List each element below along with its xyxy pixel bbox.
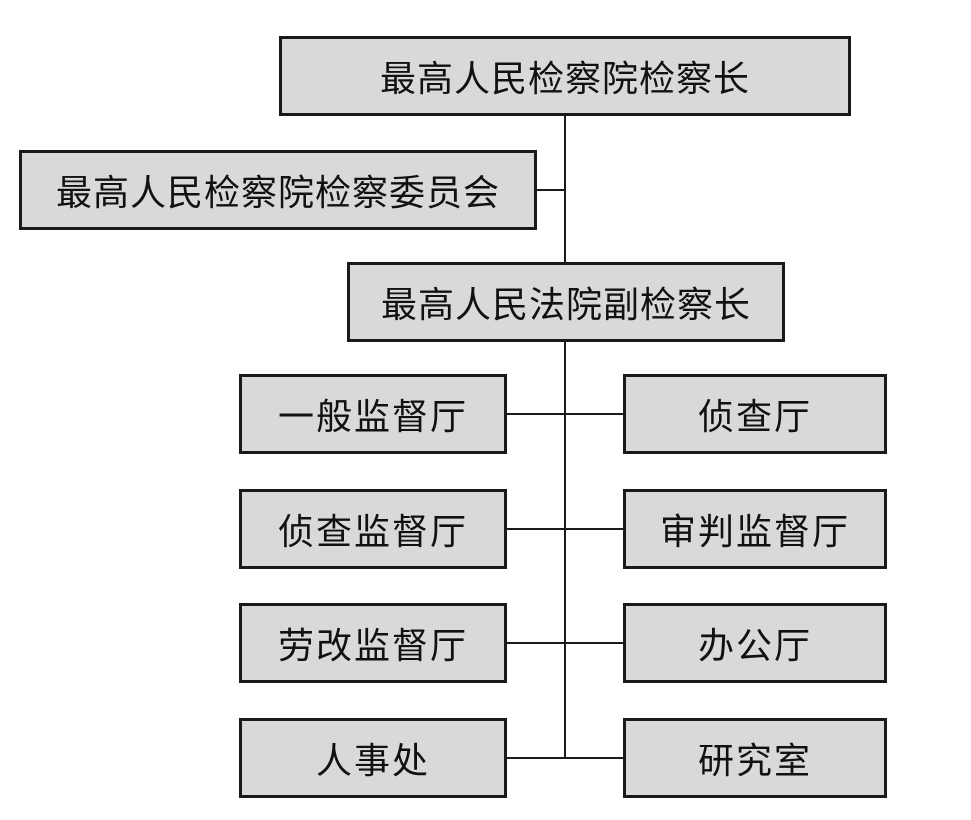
procuratorial-committee-label: 最高人民检察院检察委员会 [55,173,500,214]
department-box-left-4: 人事处 [239,718,507,798]
department-box-right-1: 侦查厅 [623,374,887,454]
department-label: 办公厅 [697,626,812,667]
deputy-procurator-label: 最高人民法院副检察长 [380,285,751,326]
department-label: 侦查监督厅 [277,512,468,553]
department-label: 人事处 [315,741,430,782]
department-label: 劳改监督厅 [277,626,468,667]
procuratorial-committee-box: 最高人民检察院检察委员会 [19,150,537,230]
department-box-right-3: 办公厅 [623,603,887,683]
department-box-left-3: 劳改监督厅 [239,603,507,683]
chief-procurator-box: 最高人民检察院检察长 [279,36,851,116]
department-label: 研究室 [697,741,812,782]
department-box-left-2: 侦查监督厅 [239,489,507,569]
department-label: 一般监督厅 [277,397,468,438]
department-label: 审判监督厅 [659,512,850,553]
department-box-left-1: 一般监督厅 [239,374,507,454]
deputy-procurator-box: 最高人民法院副检察长 [347,262,785,342]
department-label: 侦查厅 [697,397,812,438]
chief-procurator-label: 最高人民检察院检察长 [379,59,750,100]
department-box-right-2: 审判监督厅 [623,489,887,569]
department-box-right-4: 研究室 [623,718,887,798]
